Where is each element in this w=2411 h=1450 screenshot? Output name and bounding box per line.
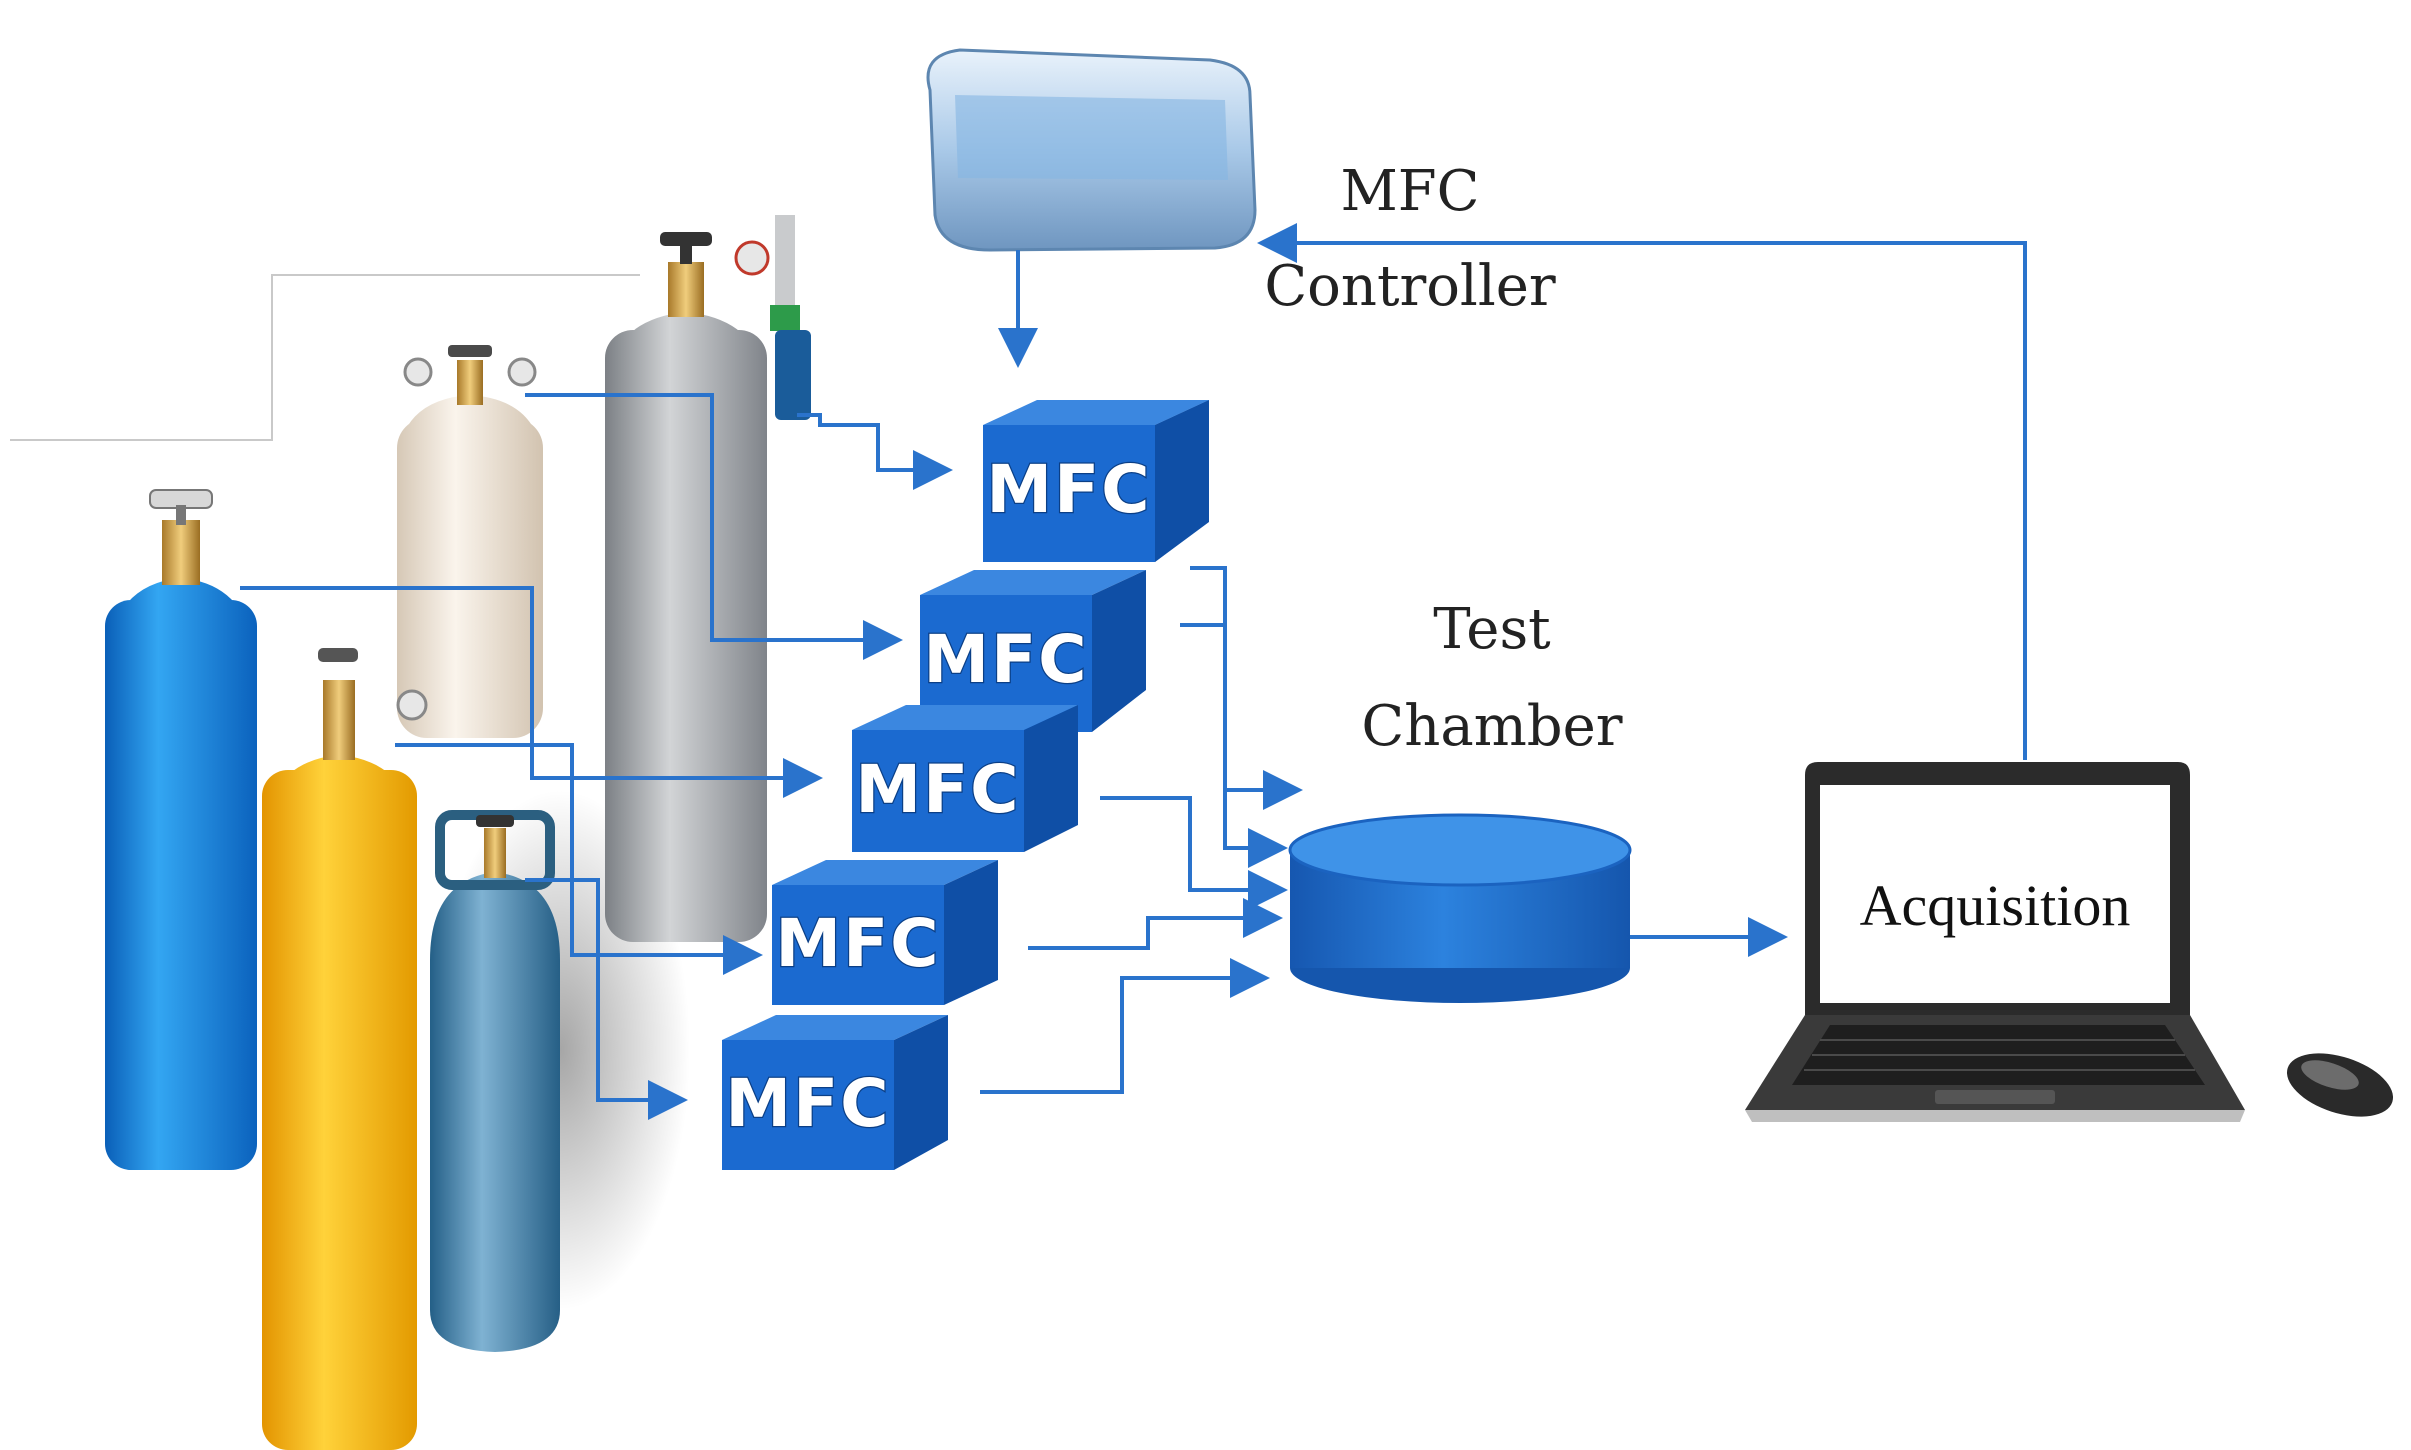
- test-chamber: [1288, 813, 1632, 1003]
- mfc-controller: [926, 48, 1257, 252]
- feed-line-yellow-to-mfc-4: [395, 743, 763, 975]
- feed-lines: [240, 393, 953, 1120]
- gas-cylinders: [105, 215, 811, 1450]
- outlet-line-mfc-1: [1190, 566, 1303, 810]
- outlet-line-mfc-5: [980, 958, 1270, 1094]
- grey-gas-cylinder: [605, 215, 811, 942]
- controller-label-line1: MFC: [1340, 159, 1479, 224]
- mfc-label-4: MFC: [775, 905, 940, 982]
- mfc-label-1: MFC: [986, 451, 1151, 528]
- yellow-gas-cylinder: [262, 648, 428, 1450]
- mfc-stack: MFC MFC MFC MFC MFC: [722, 400, 1209, 1170]
- mouse-icon: [2286, 1053, 2394, 1117]
- blue-gas-cylinder: [105, 489, 257, 1170]
- acquisition-label: Acquisition: [1860, 873, 2131, 938]
- mfc-unit-3: MFC: [852, 705, 1078, 852]
- mfc-label-5: MFC: [725, 1065, 890, 1142]
- controller-label-line2: Controller: [1264, 254, 1556, 319]
- feed-line-grey-to-mfc-1: [797, 413, 953, 490]
- mfc-unit-5: MFC: [722, 1015, 948, 1170]
- outlet-line-mfc-2: [1180, 623, 1288, 868]
- outlet-line-mfc-3: [1100, 796, 1288, 910]
- laptop-screen: [1820, 785, 2170, 1003]
- outlet-line-mfc-4: [1028, 898, 1283, 950]
- acquisition-laptop: [1745, 762, 2245, 1122]
- mfc-label-3: MFC: [855, 751, 1020, 828]
- chamber-label-line2: Chamber: [1361, 694, 1622, 759]
- chamber-label-line1: Test: [1433, 597, 1551, 662]
- outlet-lines: [980, 566, 1303, 1094]
- cream-gas-cylinder: [397, 345, 543, 738]
- feed-line-blue-to-mfc-3: [240, 586, 823, 798]
- steel-gas-cylinder: [430, 810, 560, 1352]
- mfc-unit-1: MFC: [983, 400, 1209, 562]
- frame-lines: [10, 274, 640, 441]
- feed-line-steel-to-mfc-5: [525, 878, 688, 1120]
- mfc-unit-4: MFC: [772, 860, 998, 1005]
- mfc-label-2: MFC: [923, 621, 1088, 698]
- feed-line-cream-to-mfc-2: [525, 393, 903, 660]
- feedback-line-acquisition-to-controller: [1257, 223, 2027, 760]
